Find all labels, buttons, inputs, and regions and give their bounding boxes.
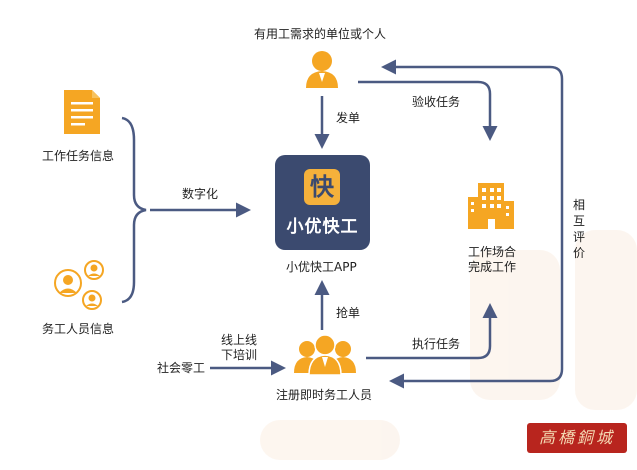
social-workers-label: 社会零工	[157, 361, 206, 375]
document-icon	[64, 90, 100, 134]
execute-label: 执行任务	[412, 337, 461, 351]
training-label-line2: 下培训	[220, 348, 257, 362]
workplace-label-line1: 工作场合	[467, 245, 516, 259]
worker-info-label: 务工人员信息	[42, 322, 115, 336]
workers-group-icon	[294, 334, 356, 376]
arrow-execute	[366, 303, 498, 360]
grouping-brace	[121, 116, 147, 304]
app-logo: 快 小优快工	[275, 155, 370, 250]
grab-label: 抢单	[336, 306, 361, 320]
app-caption: 小优快工APP	[286, 260, 357, 274]
background-decoration	[260, 230, 637, 460]
building-icon	[468, 183, 514, 229]
app-logo-name: 小优快工	[286, 217, 359, 237]
dispatch-label: 发单	[336, 111, 361, 125]
workplace-label-line2: 完成工作	[467, 260, 516, 274]
mutual-char-4: 价	[572, 246, 585, 260]
watermark-stamp: 高橋銅城	[527, 423, 627, 453]
mutual-char-1: 相	[572, 198, 585, 212]
mutual-char-2: 互	[572, 214, 585, 228]
accept-label: 验收任务	[412, 95, 461, 109]
arrow-mutual-evaluation	[381, 59, 564, 389]
requester-person-icon	[306, 51, 338, 88]
mutual-char-3: 评	[572, 230, 585, 244]
workplace-label: 工作场合 完成工作	[462, 245, 522, 275]
registered-workers-label: 注册即时务工人员	[276, 388, 373, 402]
digitize-label: 数字化	[182, 187, 219, 201]
people-group-icon	[54, 260, 104, 310]
requester-label: 有用工需求的单位或个人	[254, 27, 387, 41]
arrow-accept	[358, 80, 498, 141]
task-info-label: 工作任务信息	[42, 149, 115, 163]
training-label-line1: 线上线	[220, 333, 257, 347]
mutual-evaluation-label: 相 互 评 价	[571, 197, 587, 261]
app-badge-icon: 快	[304, 169, 340, 205]
training-label: 线上线 下培训	[215, 333, 263, 363]
